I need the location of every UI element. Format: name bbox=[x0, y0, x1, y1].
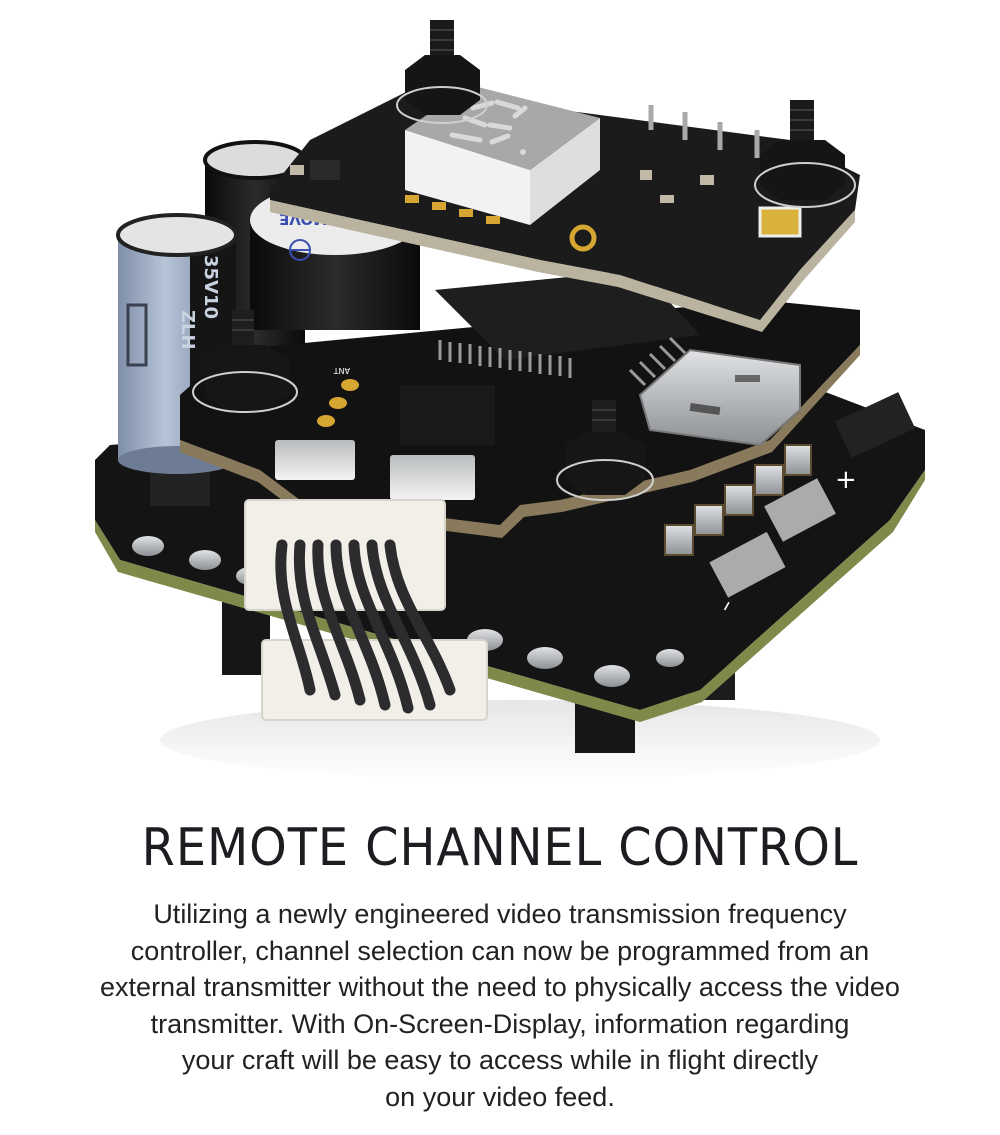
jst-connectors-and-cable bbox=[244, 499, 488, 721]
seven-segment-digit bbox=[449, 99, 528, 145]
description-line: your craft will be easy to access while … bbox=[181, 1045, 819, 1075]
plus-marking: + bbox=[835, 465, 857, 495]
top-pcb-vtx: AUD bbox=[270, 85, 860, 332]
description-line: transmitter. With On-Screen-Display, inf… bbox=[150, 1008, 850, 1039]
ant-label: ANT bbox=[334, 366, 350, 375]
esc-capacitors bbox=[664, 444, 812, 556]
aud-label: AUD bbox=[649, 88, 668, 101]
description-line: on your video feed. bbox=[385, 1081, 615, 1112]
description-line: Utilizing a newly engineered video trans… bbox=[153, 899, 847, 929]
ufl-antenna-connector bbox=[569, 224, 597, 252]
description-line: controller, channel selection can now be… bbox=[130, 935, 870, 966]
capacitor-rating-text: 35V10 bbox=[200, 255, 221, 319]
section-heading: REMOTE CHANNEL CONTROL bbox=[141, 818, 859, 878]
feature-description: Utilizing a newly engineered video trans… bbox=[30, 896, 970, 1115]
nylon-standoffs bbox=[192, 20, 856, 501]
micro-usb-port bbox=[638, 348, 801, 447]
description-line: external transmitter without the need to… bbox=[100, 972, 900, 1002]
capacitor-series-text: ZLH bbox=[177, 310, 198, 350]
product-photo: + – 35V10 ZLH REMOVE bbox=[95, 20, 925, 780]
vtx-button bbox=[758, 206, 802, 238]
